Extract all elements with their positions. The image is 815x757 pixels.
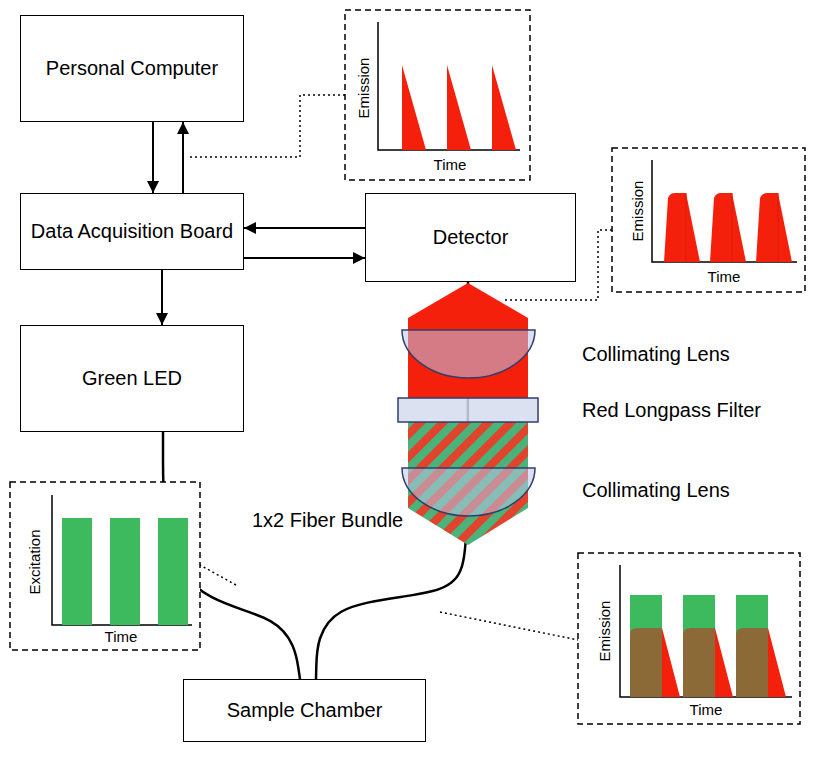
sample-chamber-box: Sample Chamber bbox=[183, 679, 426, 742]
excitation-pulses bbox=[62, 518, 188, 625]
box-label: Personal Computer bbox=[46, 56, 218, 81]
collimating-lens bbox=[402, 330, 535, 378]
inset-frame bbox=[578, 553, 800, 724]
excitation-pulses bbox=[630, 595, 768, 697]
plot-axes bbox=[652, 160, 797, 262]
detector-box: Detector bbox=[365, 193, 576, 282]
led-box: Green LED bbox=[20, 325, 244, 432]
plot-axes bbox=[620, 565, 792, 697]
signal-arrow bbox=[152, 122, 154, 193]
leader-line bbox=[440, 612, 578, 640]
plot-axes bbox=[52, 495, 192, 625]
signal-arrow bbox=[182, 122, 184, 193]
signal-arrow bbox=[244, 227, 365, 229]
computer-box: Personal Computer bbox=[20, 15, 244, 122]
overlap-region bbox=[630, 628, 768, 697]
box-label: Green LED bbox=[82, 366, 182, 391]
axis-label: Emission bbox=[597, 601, 614, 662]
signal-inset bbox=[612, 148, 805, 292]
axis-label: Emission bbox=[630, 181, 647, 242]
part-label: Red Longpass Filter bbox=[582, 399, 761, 421]
emission-pulses bbox=[664, 193, 792, 262]
axis-label: Time bbox=[105, 629, 138, 646]
plot-axes bbox=[378, 22, 520, 150]
leader-line bbox=[200, 565, 236, 585]
axis-label: Time bbox=[708, 269, 741, 286]
inset-frame bbox=[10, 482, 200, 650]
part-label: 1x2 Fiber Bundle bbox=[252, 509, 403, 531]
longpass-filter bbox=[398, 398, 538, 422]
part-label: Collimating Lens bbox=[582, 343, 730, 365]
axis-label: Time bbox=[434, 157, 467, 174]
optical-path bbox=[398, 283, 538, 545]
signal-arrow bbox=[244, 257, 365, 259]
daq-board-box: Data Acquisition Board bbox=[20, 193, 244, 270]
box-label: Detector bbox=[433, 225, 509, 250]
axis-label: Time bbox=[690, 702, 723, 719]
signal-inset bbox=[10, 482, 200, 650]
box-label: Sample Chamber bbox=[227, 698, 383, 723]
axis-label: Excitation bbox=[27, 529, 44, 594]
axis-label: Emission bbox=[356, 58, 373, 119]
signal-inset bbox=[345, 10, 530, 180]
inset-frame bbox=[345, 10, 530, 180]
signal-arrow bbox=[161, 270, 163, 325]
inset-frame bbox=[612, 148, 805, 292]
collimating-lens bbox=[402, 468, 535, 516]
emission-pulses bbox=[402, 65, 516, 150]
signal-inset bbox=[578, 553, 800, 724]
pulse-edges bbox=[686, 193, 778, 262]
part-label: Collimating Lens bbox=[582, 479, 730, 501]
box-label: Data Acquisition Board bbox=[31, 219, 233, 244]
